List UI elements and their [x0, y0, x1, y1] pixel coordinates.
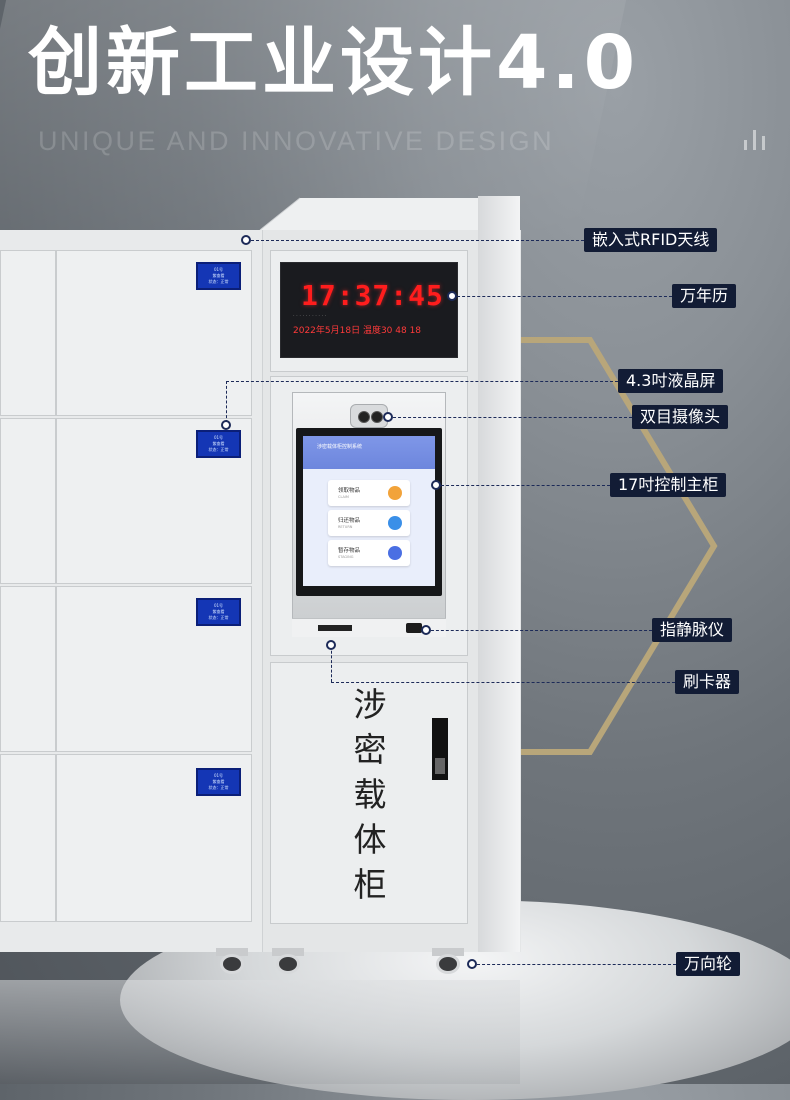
callout-line [331, 646, 332, 682]
callout-line [226, 381, 227, 423]
callout-dot [241, 235, 251, 245]
clock-date: 2022年5月18日 温度30 48 18 [293, 326, 422, 336]
caster-wheel [268, 948, 308, 976]
callout-wheel-label: 万向轮 [676, 952, 741, 976]
locker-door[interactable] [0, 250, 56, 416]
locker-mini-display: 01号紫查看状态：正常 [196, 768, 241, 796]
binocular-camera [350, 404, 388, 428]
callout-calendar-label: 万年历 [672, 284, 737, 308]
menu-return-button[interactable]: 归还物品 RETURN [328, 510, 410, 536]
callout-camera-label: 双目摄像头 [632, 405, 729, 429]
caster-wheel [212, 948, 252, 976]
callout-dot [326, 640, 336, 650]
callout-lcd-label: 4.3吋液晶屏 [618, 369, 724, 393]
cabinet-side [478, 196, 520, 952]
locker-mini-display: 01号紫查看状态：正常 [196, 262, 241, 290]
callout-line [388, 417, 632, 418]
locker-mini-display: 01号紫查看状态：正常 [196, 598, 241, 626]
claim-icon [388, 486, 402, 500]
callout-dot [383, 412, 393, 422]
callout-rfid-label: 嵌入式RFID天线 [584, 228, 718, 252]
bars-icon [742, 128, 772, 150]
menu-staging-button[interactable]: 暂存物品 STAGING [328, 540, 410, 566]
screen-title: 涉密载体柜控制系统 [317, 444, 363, 450]
page-title: 创新工业设计4.0 [28, 20, 640, 106]
callout-dot [467, 959, 477, 969]
page-subtitle: UNIQUE AND INNOVATIVE DESIGN [38, 126, 555, 156]
clock-indicators: · · · · · · · · · · · [293, 313, 327, 319]
control-screen[interactable]: 涉密载体柜控制系统 领取物品 CLAIM 归还物品 RETURN 暂存物品 ST… [303, 436, 435, 586]
callout-line [472, 964, 676, 965]
callout-line [452, 296, 672, 297]
staging-icon [388, 546, 402, 560]
callout-card-label: 刷卡器 [675, 670, 740, 694]
finger-vein-slot[interactable] [406, 623, 422, 633]
card-reader-slot[interactable] [318, 625, 352, 631]
clock-time: 17:37:45 [301, 279, 444, 312]
locker-door[interactable] [0, 586, 56, 752]
menu-claim-button[interactable]: 领取物品 CLAIM [328, 480, 410, 506]
callout-dot [221, 420, 231, 430]
callout-line [226, 381, 618, 382]
callout-dot [447, 291, 457, 301]
lock-icon[interactable] [432, 718, 448, 780]
locker-door[interactable] [0, 754, 56, 922]
floor-reflection [0, 980, 520, 1084]
perpetual-calendar: 17:37:45 · · · · · · · · · · · 2022年5月18… [280, 262, 458, 358]
callout-dot [421, 625, 431, 635]
callout-line [436, 485, 610, 486]
callout-line [331, 682, 675, 683]
callout-line [426, 630, 652, 631]
callout-main-label: 17吋控制主柜 [610, 473, 727, 497]
cabinet-top [0, 197, 520, 232]
callout-dot [431, 480, 441, 490]
return-icon [388, 516, 402, 530]
locker-door[interactable] [0, 418, 56, 584]
callout-vein-label: 指静脉仪 [652, 618, 733, 642]
reader-bar [292, 618, 446, 637]
gold-hexagon-frame [518, 337, 718, 755]
cabinet-name: 涉 密 载 体 柜 [353, 685, 387, 904]
caster-wheel [428, 948, 468, 976]
locker-mini-display: 01号紫查看状态：正常 [196, 430, 241, 458]
lower-door[interactable] [270, 662, 468, 924]
callout-line [246, 240, 584, 241]
